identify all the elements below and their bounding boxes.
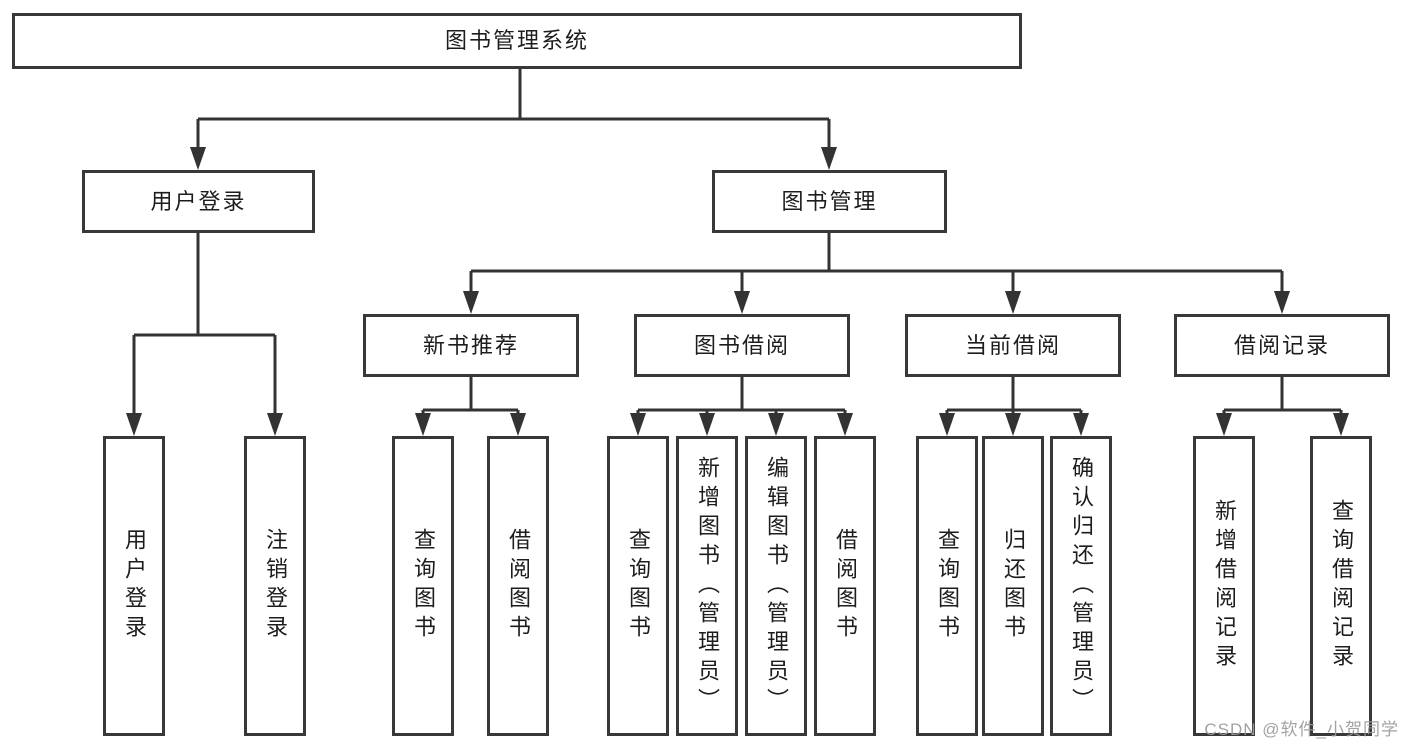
leaf-br-query-record-label: 查询借阅记录	[1329, 499, 1354, 673]
node-library-system: 图书管理系统	[12, 13, 1022, 69]
node-user-login: 用户登录	[82, 170, 315, 233]
leaf-cb-return-books-label: 归还图书	[1001, 528, 1026, 644]
leaf-cb-confirm-return-admin: 确认归还（管理员）	[1050, 436, 1112, 736]
leaf-nbr-borrow-books: 借阅图书	[487, 436, 549, 736]
leaf-nbr-query-books-label: 查询图书	[411, 528, 436, 644]
leaf-user-login-label: 用户登录	[122, 528, 147, 644]
leaf-bb-edit-book-admin: 编辑图书（管理员）	[745, 436, 807, 736]
leaf-user-login: 用户登录	[103, 436, 165, 736]
leaf-bb-borrow-books-label: 借阅图书	[833, 528, 858, 644]
node-book-management-label: 图书管理	[781, 188, 878, 214]
leaf-cb-confirm-return-admin-label: 确认归还（管理员）	[1069, 455, 1094, 717]
leaf-cb-return-books: 归还图书	[982, 436, 1044, 736]
node-current-borrow-label: 当前借阅	[964, 332, 1061, 358]
node-book-management: 图书管理	[712, 170, 947, 233]
node-borrow-records-label: 借阅记录	[1233, 332, 1330, 358]
node-new-book-recommend: 新书推荐	[363, 314, 579, 377]
node-borrow-records: 借阅记录	[1174, 314, 1390, 377]
leaf-cb-query-books: 查询图书	[916, 436, 978, 736]
leaf-logout: 注销登录	[244, 436, 306, 736]
node-new-book-recommend-label: 新书推荐	[422, 332, 519, 358]
leaf-nbr-query-books: 查询图书	[392, 436, 454, 736]
leaf-bb-query-books: 查询图书	[607, 436, 669, 736]
node-user-login-label: 用户登录	[150, 188, 247, 214]
leaf-br-add-record: 新增借阅记录	[1193, 436, 1255, 736]
leaf-bb-edit-book-admin-label: 编辑图书（管理员）	[764, 455, 789, 717]
watermark-text: CSDN @软件_小贺同学	[1204, 720, 1399, 739]
leaf-logout-label: 注销登录	[263, 528, 288, 644]
node-library-system-label: 图书管理系统	[444, 28, 589, 53]
leaf-bb-borrow-books: 借阅图书	[814, 436, 876, 736]
node-book-borrow: 图书借阅	[634, 314, 850, 377]
node-book-borrow-label: 图书借阅	[693, 332, 790, 358]
leaf-br-add-record-label: 新增借阅记录	[1212, 499, 1237, 673]
leaf-bb-add-book-admin-label: 新增图书（管理员）	[695, 455, 720, 717]
node-current-borrow: 当前借阅	[905, 314, 1121, 377]
leaf-cb-query-books-label: 查询图书	[935, 528, 960, 644]
leaf-nbr-borrow-books-label: 借阅图书	[506, 528, 531, 644]
leaf-bb-query-books-label: 查询图书	[626, 528, 651, 644]
leaf-br-query-record: 查询借阅记录	[1310, 436, 1372, 736]
leaf-bb-add-book-admin: 新增图书（管理员）	[676, 436, 738, 736]
